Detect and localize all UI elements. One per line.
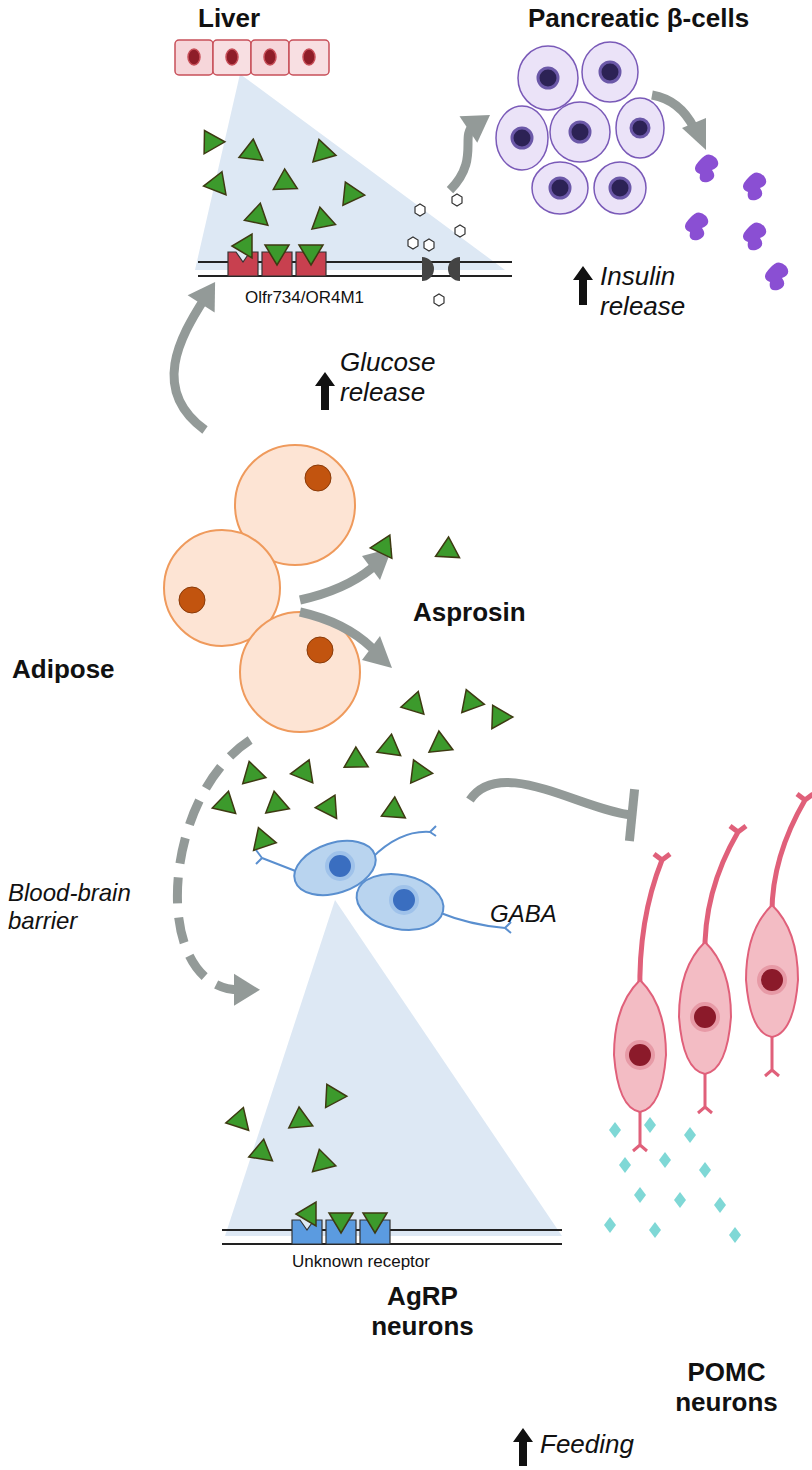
olfr734-receptors — [228, 234, 326, 276]
secretion-arrows — [300, 548, 392, 668]
node-title: Liver — [198, 4, 260, 34]
node-title: POMC neurons — [654, 1358, 799, 1418]
figure-node: Adipose — [10, 430, 380, 740]
pomc-cells — [614, 794, 812, 1151]
node-title: Adipose — [12, 655, 115, 685]
figure-node: POMC neurons — [632, 780, 810, 1430]
unknown-receptors — [292, 1202, 390, 1244]
agrp-membrane — [222, 1230, 562, 1244]
zoom-wedge — [195, 74, 505, 270]
annotation-label: GABA — [490, 900, 557, 928]
asprosin-molecules — [194, 124, 513, 1171]
alpha-msh — [604, 1117, 741, 1243]
annotation-label: Unknown receptor — [292, 1252, 430, 1272]
annotation-label: Insulin release — [600, 262, 712, 322]
figure-node: AgRP neurons — [260, 800, 580, 1360]
annotation-label: Olfr734/OR4M1 — [245, 288, 364, 308]
beta-cells — [496, 42, 664, 214]
annotation-label: Asprosin — [413, 598, 526, 628]
connector — [470, 782, 635, 841]
connector — [174, 282, 215, 430]
glucose-molecules — [408, 194, 465, 306]
insulin-molecules — [685, 154, 788, 290]
adipocyte-nuclei — [179, 465, 333, 663]
annotation-label: Glucose release — [340, 348, 452, 408]
beta-nuclei — [512, 62, 649, 198]
secretion-arrowhead — [682, 118, 706, 150]
connector — [450, 115, 490, 190]
node-title: AgRP neurons — [355, 1282, 490, 1342]
liver-cells — [175, 40, 329, 75]
figure-node: Liver — [150, 0, 450, 282]
figure-node: Pancreatic β-cells — [490, 0, 780, 210]
connector — [177, 740, 260, 1006]
annotation-label: Feeding — [540, 1430, 634, 1460]
agrp-cells — [256, 826, 511, 938]
secretion-arrow — [652, 95, 694, 128]
edge-label: Blood-brain barrier — [5, 878, 161, 935]
node-title: Pancreatic β-cells — [528, 4, 749, 34]
zoom-wedge — [225, 900, 562, 1236]
